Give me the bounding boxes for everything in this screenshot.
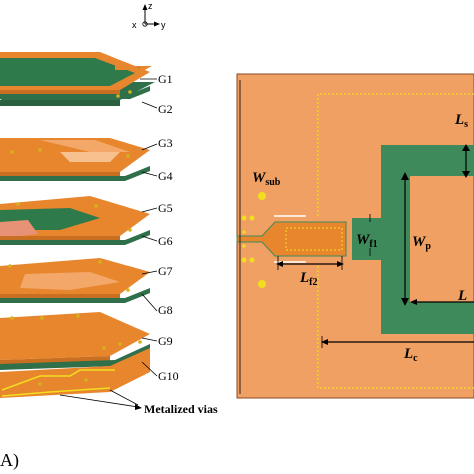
axis-z-label: z	[148, 1, 153, 11]
axis-y-label: y	[161, 20, 166, 30]
label-g7: G7	[158, 264, 173, 278]
dimension-labels: Ls Wsub Wf1 Wp Lf2 L Lc	[252, 112, 468, 364]
label-g4: G4	[158, 169, 173, 183]
dim-ls: Ls	[454, 112, 468, 130]
layer-group-2	[0, 138, 150, 181]
label-g6: G6	[158, 234, 173, 248]
layer-group-5	[0, 312, 150, 398]
label-g2: G2	[158, 102, 173, 116]
dim-wp: Wp	[412, 234, 431, 252]
dim-wsub: Wsub	[252, 170, 281, 188]
dim-wf1: Wf1	[356, 232, 378, 250]
dim-lf2: Lf2	[299, 270, 318, 288]
dim-lp: L	[457, 288, 467, 304]
vias-label: Metalized vias	[144, 402, 218, 416]
top-view	[236, 73, 474, 399]
label-g8: G8	[158, 303, 173, 317]
layer-group-3	[0, 196, 150, 245]
label-g1: G1	[158, 72, 173, 86]
layer-stack	[0, 52, 155, 398]
axis-x-label: x	[132, 20, 137, 30]
dim-lc: Lc	[403, 346, 418, 364]
layer-labels: G1 G2 G3 G4 G5 G6 G7 G8 G9 G10 Metalized…	[59, 72, 218, 416]
layer-group-1	[0, 52, 155, 106]
axes-icon: z y x	[132, 1, 166, 30]
label-g10: G10	[158, 369, 179, 383]
label-g9: G9	[158, 334, 173, 348]
panel-caption: A)	[0, 450, 19, 471]
label-g5: G5	[158, 201, 173, 215]
layer-group-4	[0, 258, 150, 303]
label-g3: G3	[158, 136, 173, 150]
